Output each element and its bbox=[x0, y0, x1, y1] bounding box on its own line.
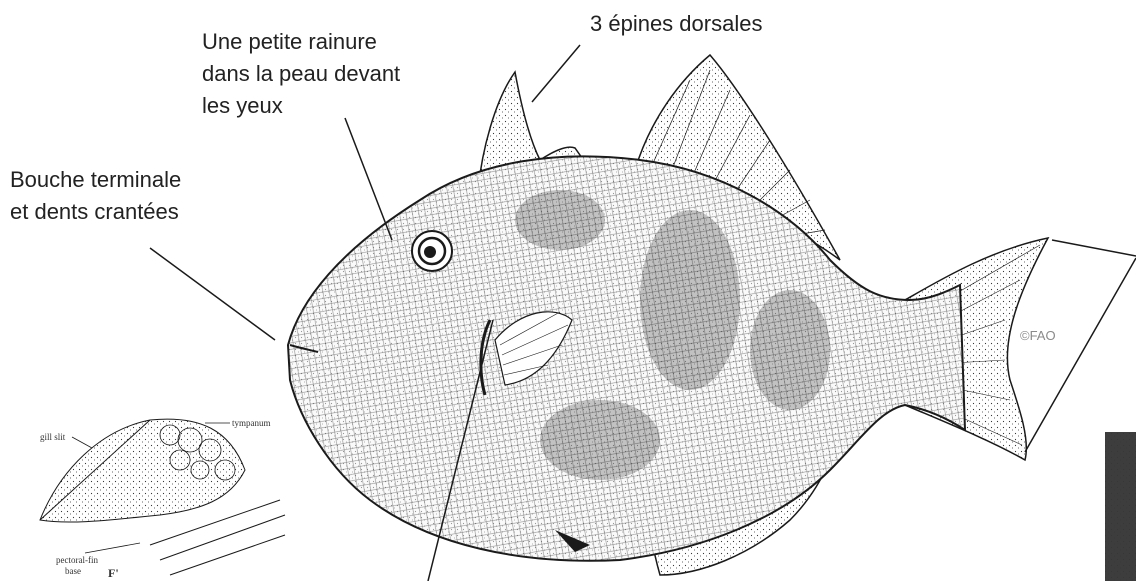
label-dorsal-spines: 3 épines dorsales bbox=[590, 8, 762, 40]
inset-label-tympanum: tympanum bbox=[232, 418, 271, 428]
label-mouth-line2: et dents crantées bbox=[10, 196, 181, 228]
label-groove: Une petite rainure dans la peau devant l… bbox=[202, 26, 400, 122]
inset-label-gill-slit: gill slit bbox=[40, 432, 66, 442]
fish-eye bbox=[412, 231, 452, 271]
label-groove-line1: Une petite rainure bbox=[202, 26, 400, 58]
label-mouth-line1: Bouche terminale bbox=[10, 164, 181, 196]
label-groove-line3: les yeux bbox=[202, 90, 400, 122]
leader-dorsal-spines bbox=[532, 45, 580, 102]
copyright-credit: ©FAO bbox=[1020, 328, 1056, 343]
inset-figure-letter: F' bbox=[108, 566, 119, 580]
leader-groove bbox=[345, 118, 392, 240]
inset-label-pectoral-fin: pectoral-fin bbox=[56, 555, 98, 565]
label-mouth: Bouche terminale et dents crantées bbox=[10, 164, 181, 228]
leader-mouth bbox=[150, 248, 275, 340]
gill-slit-inset: tympanum gill slit pectoral-fin base F' bbox=[40, 418, 285, 580]
leader-tail-top bbox=[1052, 240, 1136, 256]
label-dorsal-spines-text: 3 épines dorsales bbox=[590, 8, 762, 40]
label-groove-line2: dans la peau devant bbox=[202, 58, 400, 90]
inset-label-base: base bbox=[65, 566, 81, 576]
leader-tail-bottom bbox=[1025, 258, 1136, 452]
